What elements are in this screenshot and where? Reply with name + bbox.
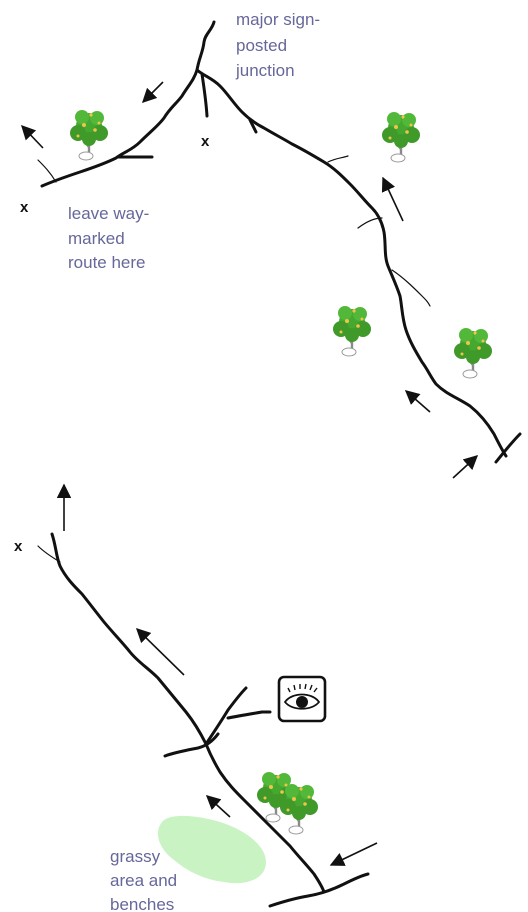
path-end-cross	[494, 432, 522, 464]
path-tick-3	[357, 217, 383, 229]
x-marker-lower: x	[14, 538, 23, 555]
arrow-icon	[404, 390, 431, 413]
path-side-branch	[391, 269, 431, 307]
tree-icon	[331, 304, 373, 358]
leave-route-label: leave way- marked route here	[68, 204, 154, 272]
x-marker-west: x	[20, 199, 29, 216]
bottom-arrows	[56, 483, 378, 866]
path-x-spur	[37, 545, 61, 563]
arrow-icon	[21, 124, 44, 149]
grassy-label: grassy area and benches	[110, 847, 182, 912]
arrow-icon	[381, 176, 404, 222]
junction-label: major sign- posted junction	[235, 10, 325, 80]
bottom-route	[37, 532, 370, 908]
arrow-icon	[452, 455, 479, 479]
arrow-icon	[141, 81, 164, 104]
path-bottom-end	[268, 872, 370, 908]
top-arrows	[21, 81, 479, 479]
grassy-area	[158, 815, 266, 884]
path-north-branch	[195, 20, 216, 72]
path-main-lower	[50, 532, 326, 894]
x-marker-junction: x	[201, 133, 210, 150]
path-tick-2	[327, 155, 349, 163]
tree-icon	[278, 782, 320, 836]
arrow-icon	[135, 627, 185, 676]
tree-icon	[452, 326, 494, 380]
path-west-spur	[37, 159, 57, 183]
path-crossing	[163, 732, 220, 758]
tree-icon	[68, 108, 110, 162]
path-short-spur	[200, 72, 209, 118]
arrow-icon	[205, 795, 231, 818]
top-route	[37, 20, 522, 464]
eye-icon	[277, 675, 327, 723]
path-ne-branch-b	[226, 710, 272, 720]
path-ne-branch-a	[204, 686, 248, 746]
path-tick-1	[248, 118, 258, 134]
path-west-segment	[40, 68, 199, 188]
arrow-icon	[329, 842, 378, 866]
tree-icon	[380, 110, 422, 164]
path-east-segment	[195, 68, 508, 458]
